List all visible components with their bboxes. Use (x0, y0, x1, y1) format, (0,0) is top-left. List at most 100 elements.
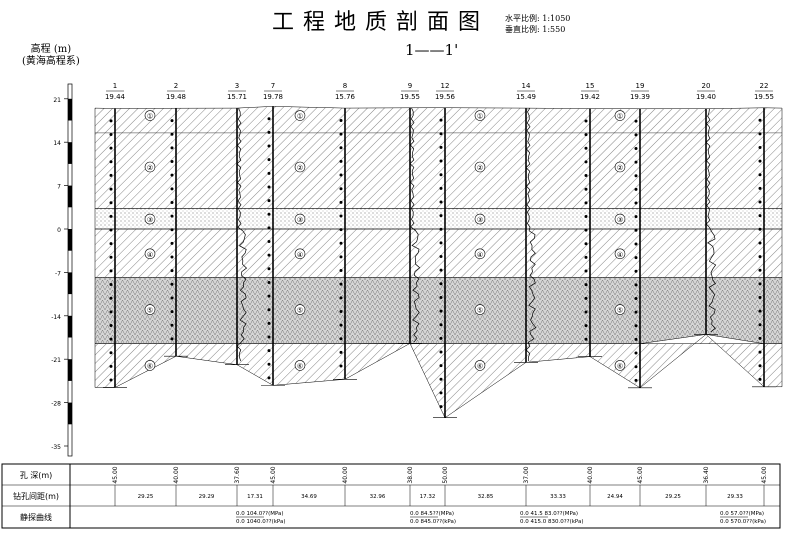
borehole-id: 20 (702, 82, 711, 90)
layer-4-clay (94, 228, 783, 278)
sample-marker (109, 187, 113, 191)
layer-label-circle (474, 213, 486, 225)
layer-label-1: ① (297, 113, 303, 121)
sample-marker (170, 241, 174, 245)
sample-marker (439, 241, 443, 245)
sample-marker (439, 132, 443, 136)
borehole-spacing: 29.33 (727, 494, 743, 500)
borehole-2: 219.48 (164, 82, 188, 357)
sample-marker (439, 268, 443, 272)
borehole-elevation: 19.40 (696, 93, 716, 101)
sample-marker (634, 215, 638, 219)
sample-marker (339, 255, 343, 259)
borehole-elevation: 19.55 (754, 93, 774, 101)
sample-marker (758, 145, 762, 149)
borehole-depth: 45.00 (270, 466, 277, 483)
layer-label-4: ④ (617, 251, 623, 259)
sample-marker (439, 214, 443, 218)
ruler-segment (68, 272, 72, 295)
sample-marker (758, 200, 762, 204)
sample-marker (339, 173, 343, 177)
cpt-scale-mpa: 0.0 41.5 83.0??(MPa) (520, 511, 578, 517)
layer-label-circle (614, 248, 626, 260)
sample-marker (109, 146, 113, 150)
sample-marker (109, 351, 113, 355)
layer-label-circle (144, 213, 156, 225)
sample-marker (439, 227, 443, 231)
sample-marker (109, 133, 113, 137)
sample-marker (267, 171, 271, 175)
y-tick-label: 7 (57, 184, 61, 191)
borehole-depth: 38.00 (407, 466, 414, 483)
borehole-spacing: 32.85 (478, 494, 494, 500)
sample-marker (339, 337, 343, 341)
borehole-elevation: 19.78 (263, 93, 283, 101)
layer-label-6: ⑥ (147, 362, 153, 370)
layer-label-circle (144, 360, 156, 371)
sample-marker (109, 310, 113, 314)
sample-marker (634, 351, 638, 355)
sample-marker (109, 160, 113, 164)
sample-marker (109, 214, 113, 218)
sample-marker (634, 228, 638, 232)
sample-marker (439, 323, 443, 327)
sample-marker (758, 255, 762, 259)
sample-marker (634, 119, 638, 123)
sample-marker (267, 376, 271, 380)
layer-label-5: ⑤ (297, 307, 303, 315)
layer-label-circle (294, 213, 306, 225)
sample-marker (170, 323, 174, 327)
borehole-spacing: 17.32 (420, 494, 436, 500)
layer-label-2: ② (297, 164, 303, 172)
sample-marker (584, 214, 588, 218)
layer-label-circle (294, 161, 306, 173)
borehole-20: 20 19.40 (694, 82, 718, 335)
borehole-spacing: 34.69 (301, 494, 317, 500)
borehole-elevation: 19.42 (580, 93, 600, 101)
sample-marker (170, 228, 174, 232)
sample-marker (584, 337, 588, 341)
y-tick-label: -7 (55, 270, 61, 277)
layer-1-2-clay (94, 106, 783, 209)
borehole-22: 22 19.55 (752, 82, 776, 388)
borehole-spacing: 29.29 (199, 494, 215, 500)
borehole-spacing: 32.96 (370, 494, 386, 500)
borehole-depth: 45.00 (761, 466, 768, 483)
layer-label-5: ⑤ (147, 307, 153, 315)
sample-marker (109, 378, 113, 382)
sample-marker (267, 362, 271, 366)
sample-marker (634, 337, 638, 341)
layer-6-clay (94, 334, 783, 419)
sample-marker (339, 323, 343, 327)
sample-marker (439, 173, 443, 177)
sample-marker (634, 283, 638, 287)
borehole-elevation: 19.48 (166, 93, 186, 101)
sample-marker (170, 282, 174, 286)
borehole-elevation: 19.56 (435, 93, 456, 101)
sample-marker (170, 214, 174, 218)
sample-marker (267, 321, 271, 325)
layer-label-circle (144, 161, 156, 173)
sample-marker (634, 160, 638, 164)
y-axis-label: 高程 (m) (黄海高程系) (22, 44, 80, 68)
sample-marker (634, 310, 638, 314)
sample-marker (584, 146, 588, 150)
sample-marker (339, 214, 343, 218)
sample-marker (109, 296, 113, 300)
borehole-id: 1 (113, 82, 117, 90)
sample-marker (584, 269, 588, 273)
sample-marker (267, 199, 271, 203)
scale-notes: 水平比例: 1:1050 垂直比例: 1:550 (505, 13, 570, 35)
sample-marker (439, 364, 443, 368)
sample-marker (339, 309, 343, 313)
sample-marker (634, 174, 638, 178)
sample-marker (584, 174, 588, 178)
borehole-spacing: 29.25 (665, 494, 681, 500)
sample-marker (267, 308, 271, 312)
borehole-id: 22 (760, 82, 769, 90)
sample-marker (267, 226, 271, 230)
sample-marker (584, 296, 588, 300)
sample-marker (267, 280, 271, 284)
sample-marker (584, 283, 588, 287)
